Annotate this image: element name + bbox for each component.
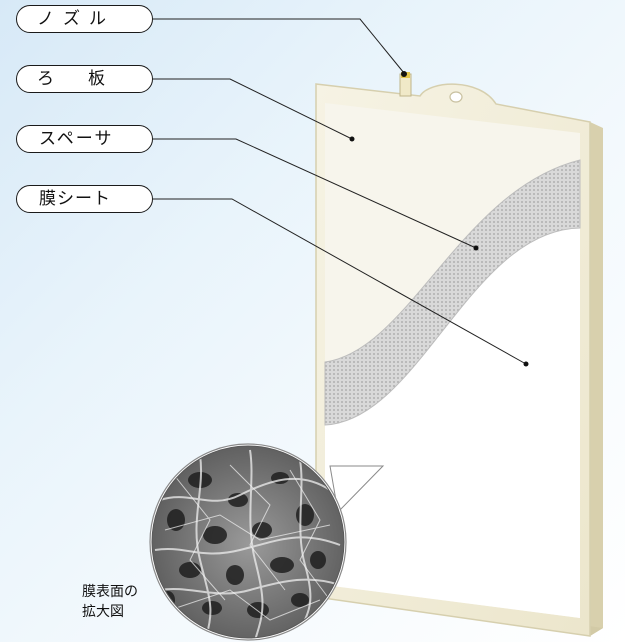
zoom-callout-wedge — [329, 465, 385, 514]
membrane-sheet — [325, 228, 580, 618]
leader-line-membrane — [153, 198, 527, 365]
label-nozzle: ノズル — [16, 5, 153, 33]
label-membrane: 膜シート — [16, 185, 153, 213]
leader-line-plate — [153, 78, 353, 140]
label-plate: ろ板 — [16, 65, 153, 93]
leader-dot-plate — [349, 136, 355, 142]
label-spacer: スペーサ — [16, 125, 153, 153]
leader-dot-nozzle — [401, 71, 407, 77]
leader-dot-spacer — [473, 245, 479, 251]
leader-line-spacer — [153, 138, 477, 249]
leader-dot-membrane — [523, 361, 529, 367]
plate-side-edge — [590, 122, 603, 636]
membrane-surface-magnified — [149, 443, 347, 641]
caption-line-1: 膜表面の — [82, 584, 138, 600]
hanger-hole — [449, 91, 463, 103]
leader-line-nozzle — [153, 18, 405, 74]
spacer-mesh — [324, 159, 581, 426]
caption-line-2: 拡大図 — [82, 604, 124, 620]
magnified-caption: 膜表面の 拡大図 — [82, 582, 138, 622]
